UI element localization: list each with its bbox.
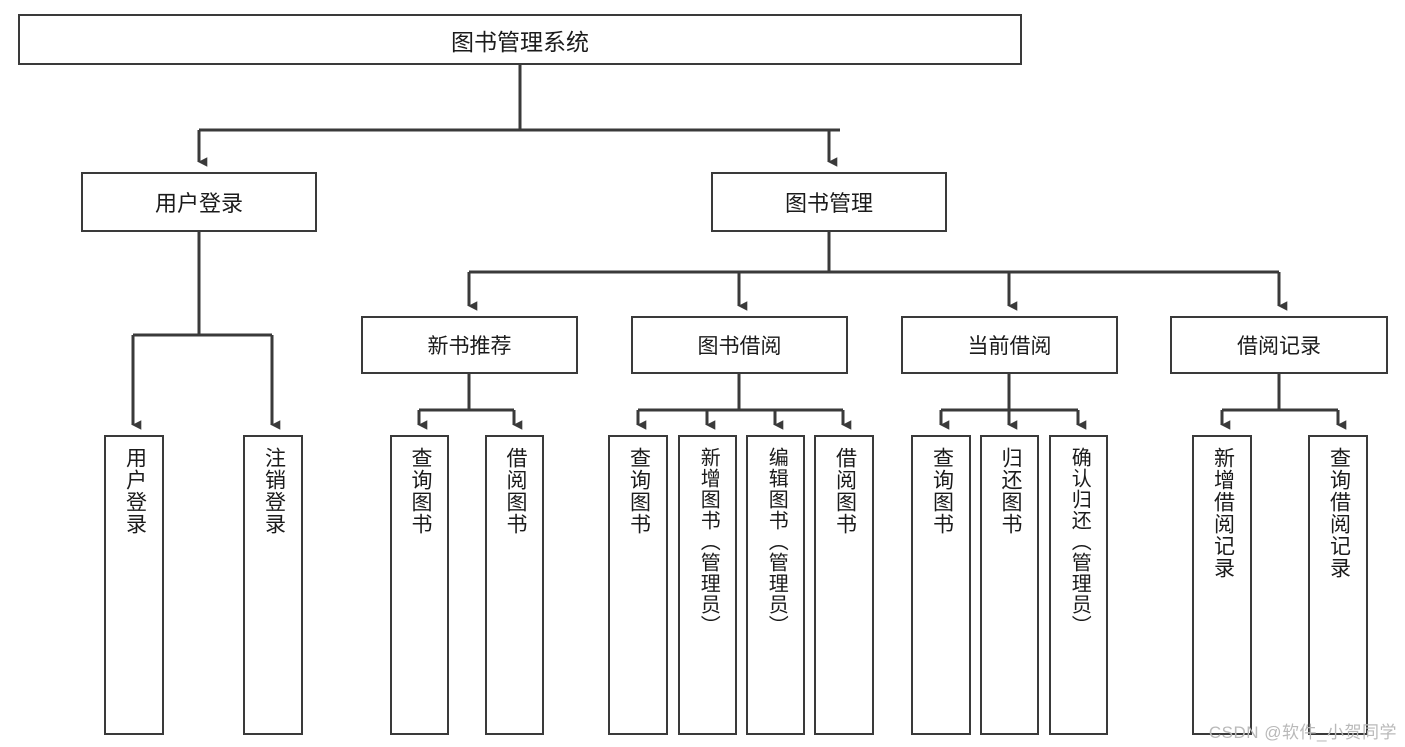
node-leaf-query-book-3[interactable]: 查询图书 xyxy=(911,435,971,735)
node-root-system[interactable]: 图书管理系统 xyxy=(18,14,1022,65)
leaf-label: 注销登录 xyxy=(262,447,286,535)
leaf-label: 借阅图书 xyxy=(503,447,527,535)
node-book-manage[interactable]: 图书管理 xyxy=(711,172,947,232)
node-leaf-borrow-book-1[interactable]: 借阅图书 xyxy=(485,435,544,735)
node-leaf-query-record[interactable]: 查询借阅记录 xyxy=(1308,435,1368,735)
node-leaf-add-record[interactable]: 新增借阅记录 xyxy=(1192,435,1252,735)
node-leaf-user-login[interactable]: 用户登录 xyxy=(104,435,164,735)
node-current-borrow[interactable]: 当前借阅 xyxy=(901,316,1118,374)
leaf-label: 新增借阅记录 xyxy=(1211,447,1235,579)
node-leaf-user-logout[interactable]: 注销登录 xyxy=(243,435,303,735)
node-book-borrow[interactable]: 图书借阅 xyxy=(631,316,848,374)
leaf-label: 查询图书 xyxy=(930,447,954,535)
node-user-login[interactable]: 用户登录 xyxy=(81,172,317,232)
node-leaf-borrow-book-2[interactable]: 借阅图书 xyxy=(814,435,874,735)
node-new-book-recommend[interactable]: 新书推荐 xyxy=(361,316,578,374)
leaf-label: 借阅图书 xyxy=(833,447,857,535)
watermark-text: CSDN @软件_小贺同学 xyxy=(1208,723,1397,742)
node-leaf-confirm-return[interactable]: 确认归还（管理员） xyxy=(1049,435,1108,735)
leaf-label: 查询图书 xyxy=(627,447,651,535)
node-leaf-add-book[interactable]: 新增图书（管理员） xyxy=(678,435,737,735)
node-leaf-edit-book[interactable]: 编辑图书（管理员） xyxy=(746,435,805,735)
leaf-label: 编辑图书（管理员） xyxy=(765,447,788,636)
leaf-label: 用户登录 xyxy=(123,447,147,535)
node-borrow-record[interactable]: 借阅记录 xyxy=(1170,316,1388,374)
node-leaf-return-book[interactable]: 归还图书 xyxy=(980,435,1039,735)
leaf-label: 新增图书（管理员） xyxy=(697,447,720,636)
leaf-label: 查询图书 xyxy=(408,447,432,535)
leaf-label: 查询借阅记录 xyxy=(1327,447,1351,579)
leaf-label: 确认归还（管理员） xyxy=(1068,447,1091,636)
node-leaf-query-book-1[interactable]: 查询图书 xyxy=(390,435,449,735)
leaf-label: 归还图书 xyxy=(998,447,1022,535)
node-leaf-query-book-2[interactable]: 查询图书 xyxy=(608,435,668,735)
